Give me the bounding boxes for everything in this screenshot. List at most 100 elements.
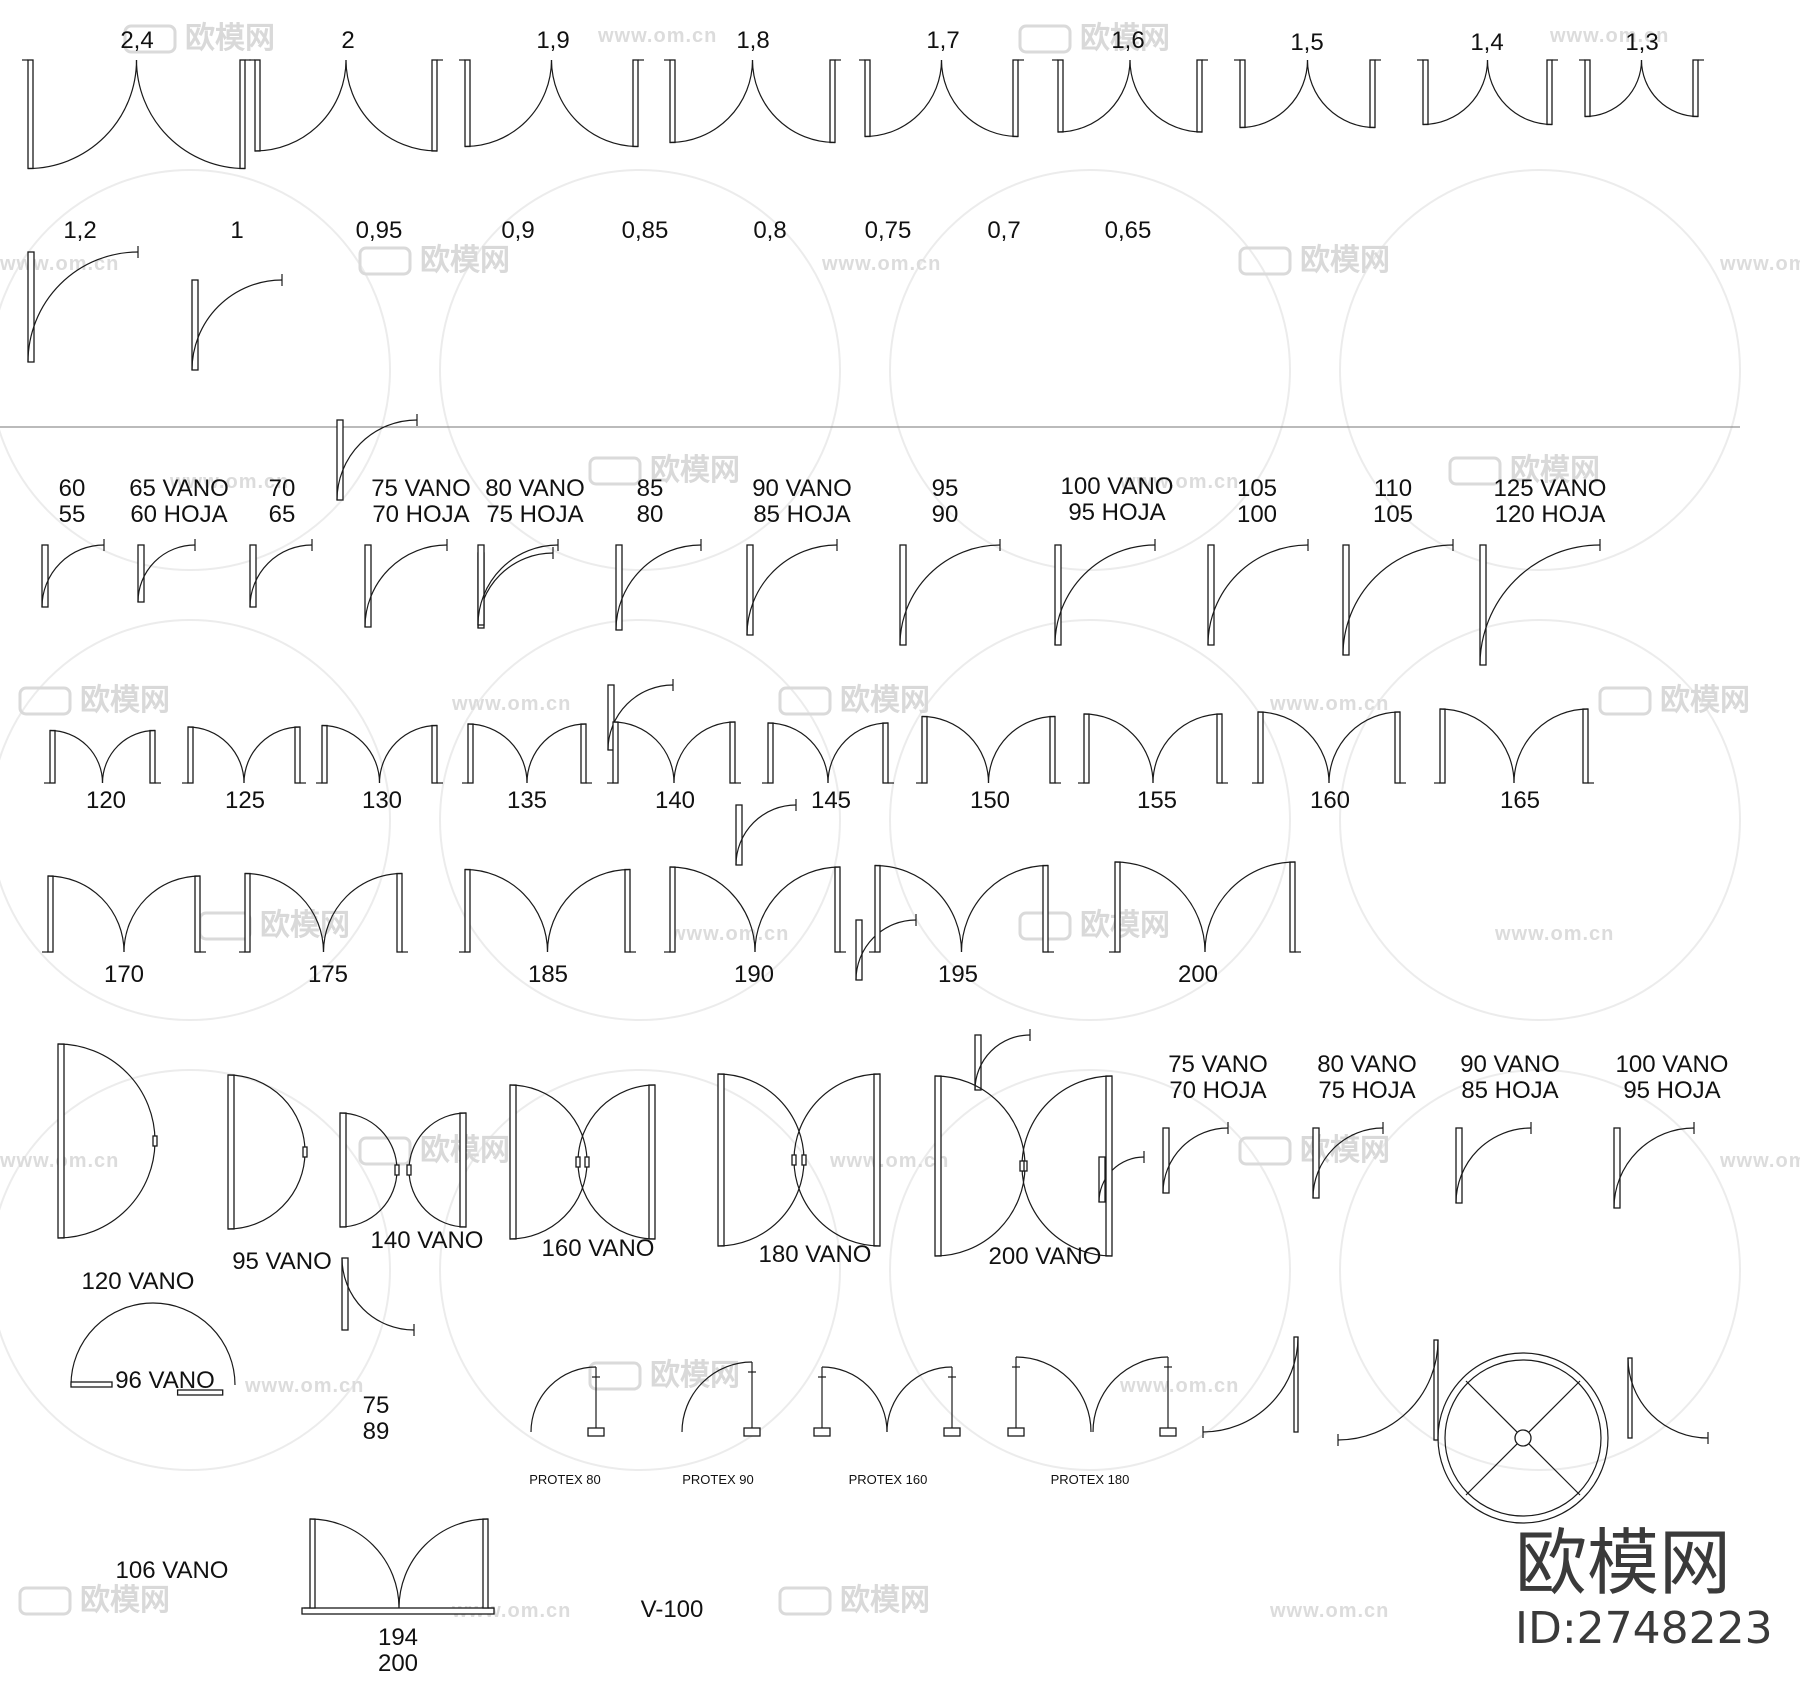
door-size-label-line: 75 [363,1392,390,1419]
door-size-label: 125 [225,787,265,814]
door-leaf [855,919,863,981]
door-leaf-right [1692,59,1699,118]
door-swing-arc-right [526,723,587,784]
door-pivot [587,1427,605,1437]
door-swing-arc [191,279,283,371]
watermark-sofa-icon [18,686,72,716]
door-size-label: 96 VANO [115,1367,215,1394]
door-size-label: 190 [734,961,774,988]
door-swing-arc-left [254,59,347,152]
door-size-label-line: 155 [1137,787,1177,814]
door-leaf-left [1439,708,1446,784]
door-swing-arc [530,1366,597,1433]
door-swing-arc-left [27,59,138,170]
door-leaf-left [669,866,676,953]
door-swing-arc-right [550,59,639,148]
single-door-symbol [746,539,838,636]
door-leaf-left [612,721,619,784]
watermark-sofa-icon [198,911,252,941]
door-swing-arc-right [135,59,246,170]
door-size-label-line: 55 [59,501,86,528]
door-size-label: 200 [1178,961,1218,988]
double-door-symbol [664,866,846,953]
door-swing-arc-left [921,715,990,784]
door-size-label-line: 1,5 [1290,29,1323,56]
watermark-sofa-icon [358,1136,412,1166]
door-size-label: 1,4 [1470,29,1503,56]
door-swing-arc-right [754,866,841,953]
watermark-url: www.om.cn [244,1375,364,1397]
door-leaf-left [467,723,474,784]
single-door-symbol [974,1029,1031,1091]
single-door-symbol [1207,539,1309,646]
double-door-symbol [1109,861,1301,953]
door-size-label: 120 VANO [82,1268,195,1295]
door-symbols [22,59,1709,1615]
door-swing-arc [477,552,554,629]
single-door-symbol [1627,1357,1709,1444]
door-size-label: PROTEX 180 [1051,1472,1130,1487]
swing-door-symbol [339,1112,400,1228]
watermark-sofa-icon [778,686,832,716]
watermark-sofa-icon [358,246,412,276]
watermark-circles [0,169,1741,1471]
brand-logo-text: 欧模网 [1515,1521,1731,1605]
double-door-symbol [182,726,306,784]
door-pivot [1159,1427,1177,1437]
door-leaf [57,1043,65,1239]
watermark-layer: 欧模网欧模网欧模网欧模网欧模网欧模网欧模网欧模网欧模网欧模网欧模网欧模网欧模网欧… [0,22,1800,1622]
door-size-label: 135 [507,787,547,814]
door-leaf [70,1381,113,1388]
door-leaf [191,279,199,371]
door-leaf [607,684,615,751]
door-size-label-line: 90 VANO [752,475,852,502]
door-swing-arc [339,1112,398,1228]
door-swing-arc [821,1366,888,1433]
door-leaf-left [244,872,251,953]
swing-door-symbol [509,1084,590,1240]
swing-door-symbol [406,1112,467,1228]
door-swing-arc [408,1112,467,1228]
watermark-url: www.om.cn [1719,1150,1800,1172]
door-swing-arc [1162,1127,1229,1194]
double-door-symbol [462,723,592,784]
door-leaf-left [254,59,261,152]
watermark-url: www.om.cn [0,253,119,275]
watermark-logo: 欧模网 [778,684,930,717]
double-door-symbol [1234,59,1381,129]
door-swing-arc-right [1306,59,1376,129]
door-size-label: 95 VANO [232,1248,332,1275]
pivot-door-symbol [70,1302,236,1396]
revolving-drum-inner [1444,1359,1602,1517]
double-door-symbol [607,721,741,784]
door-swing-arc [974,1034,1031,1091]
watermark-logo: 欧模网 [1598,684,1750,717]
door-leaf [934,1075,942,1257]
door-pivot [943,1427,961,1437]
single-door-symbol [364,539,448,628]
door-swing-arc [249,544,313,608]
door-swing-arc-left [187,726,245,784]
door-size-label: 2,4 [120,27,153,54]
door-swing-arc-right [101,729,156,784]
door-size-label-line: 185 [528,961,568,988]
door-leaf-left [1239,59,1246,129]
door-size-label: PROTEX 90 [682,1472,754,1487]
revolving-axis [1514,1429,1532,1447]
door-size-label-line: 95 [932,475,959,502]
revolving-drum [1437,1352,1609,1524]
door-size-label: 130 [362,787,402,814]
door-pivot [1007,1427,1025,1437]
watermark-text: 欧模网 [1510,454,1600,487]
door-swing-arc-left [1057,59,1131,133]
swing-door-symbol [227,1074,308,1230]
door-swing-arc-left [1439,708,1515,784]
door-size-label-line: 175 [308,961,348,988]
watermark-text: 欧模网 [1660,684,1750,717]
door-leaf [1433,1339,1439,1441]
door-swing-arc-left [1422,59,1489,126]
door-leaf [477,544,485,626]
double-door-symbol [42,875,206,953]
door-leaf [137,544,145,603]
